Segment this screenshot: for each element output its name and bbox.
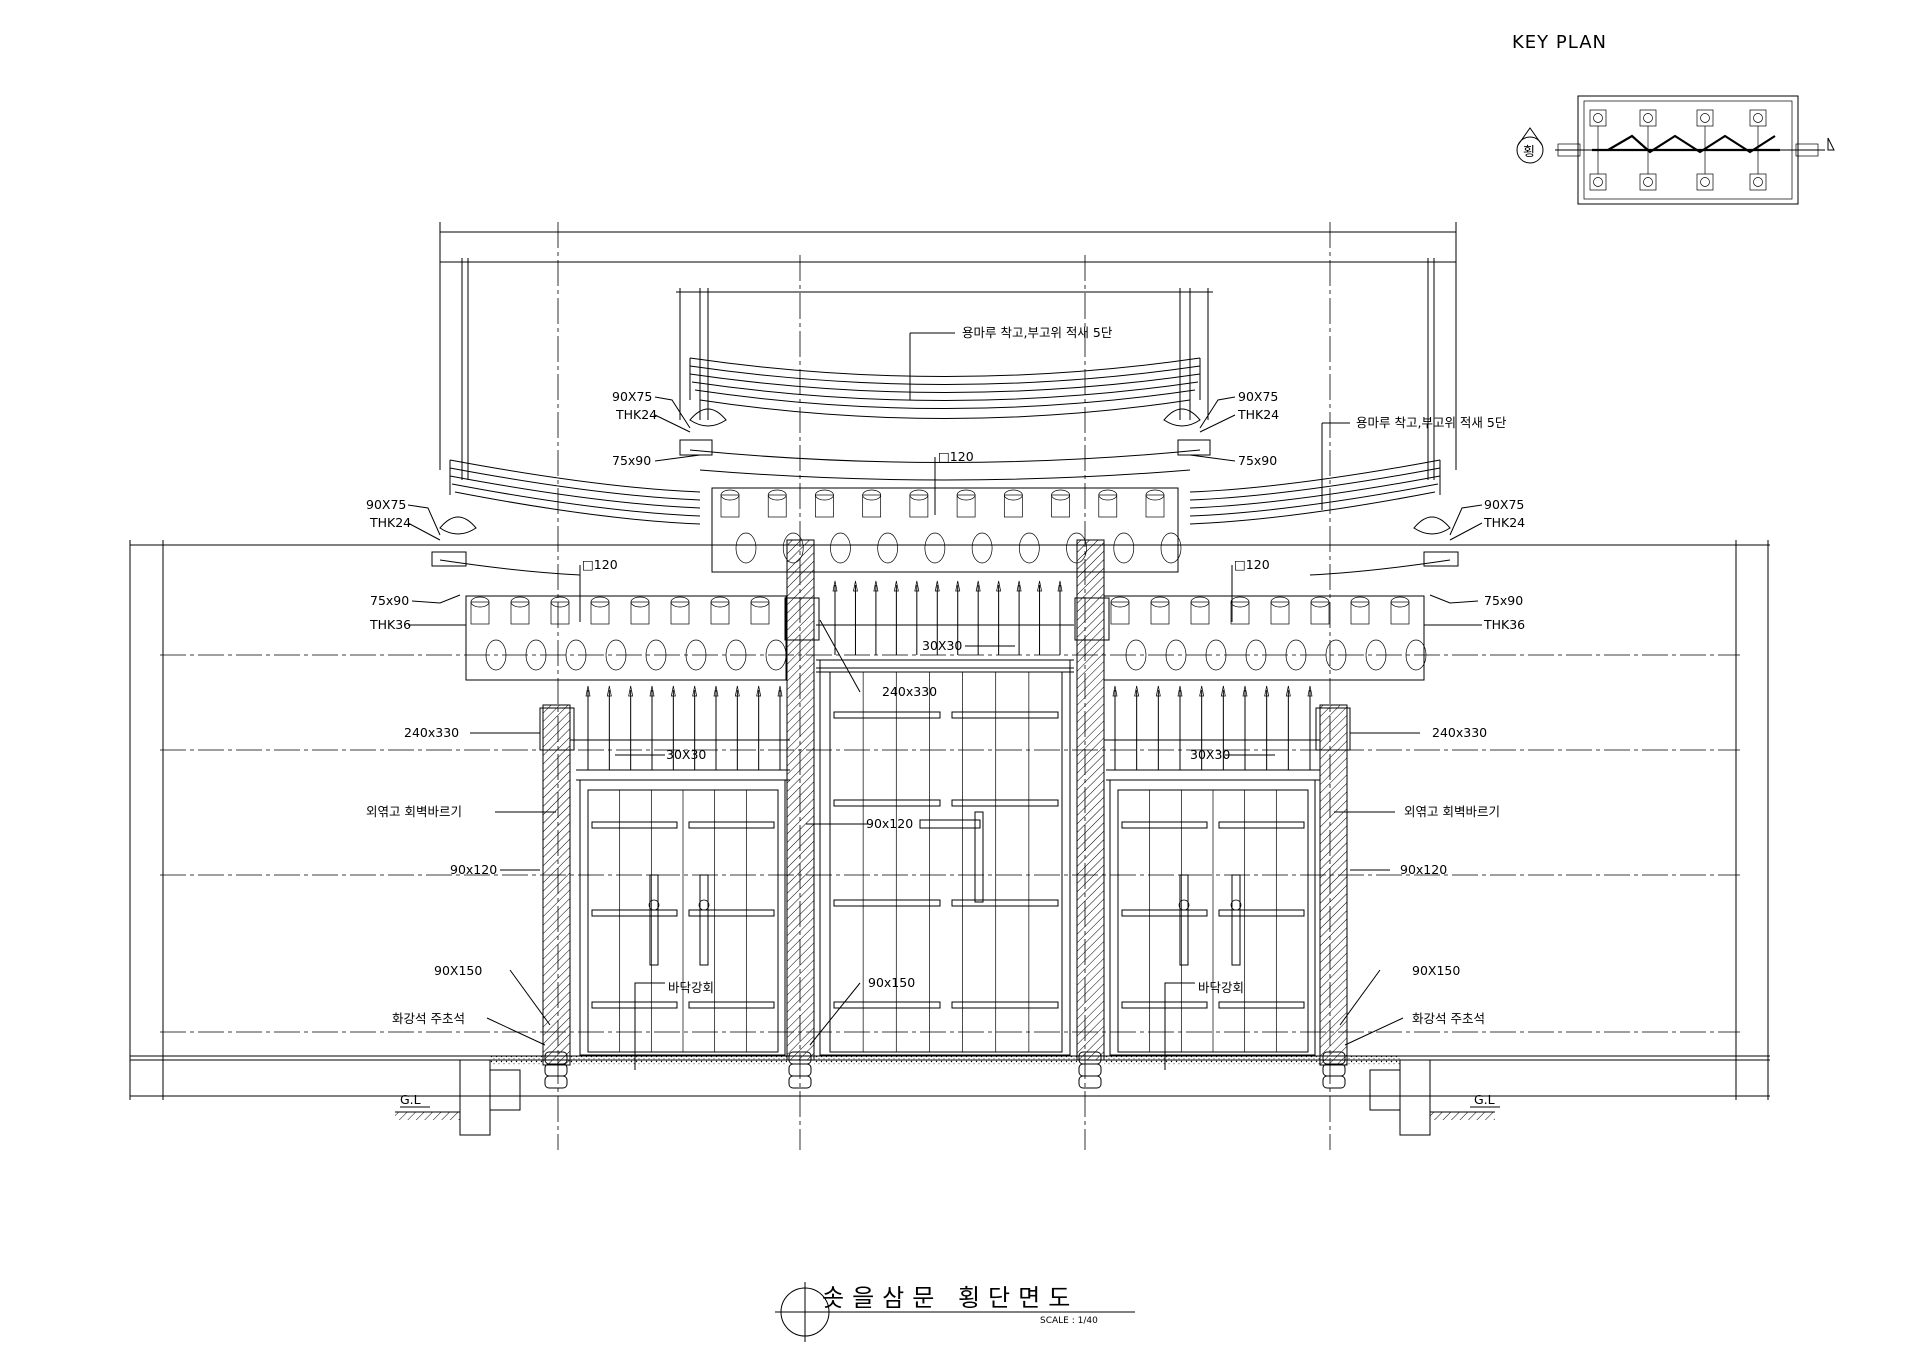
foundations [395,1059,1495,1136]
label-right-90x120: 90x120 [1400,862,1447,877]
drawing-title: 솟을삼문 횡단면도 [822,1284,1078,1312]
label-center-90x150: 90x150 [868,975,915,990]
key-plan-marker: 횡 [1523,145,1535,160]
label-left-stone: 화강석 주초석 [392,1011,465,1026]
section-marker-icon: 횡 [1516,127,1544,164]
label-lr-75x90: 75x90 [1484,593,1523,608]
label-lr-90x75: 90X75 [1484,497,1524,512]
label-right-stone: 화강석 주초석 [1412,1011,1485,1026]
label-lr-thk24: THK24 [1483,515,1525,530]
label-left-30x30: 30X30 [666,747,706,762]
title-block: 솟을삼문 횡단면도 SCALE : 1/40 [775,1282,1135,1342]
label-ur-thk24: THK24 [1237,407,1279,422]
label-right-240x330: 240x330 [1432,725,1487,740]
left-roof [439,459,787,681]
label-ul-90x75: 90X75 [612,389,652,404]
annotation-labels: 용마루 착고,부고위 적새 5단 용마루 착고,부고위 적새 5단 90X75 … [366,325,1525,1107]
leader-lines [400,332,1500,1108]
label-ll-90x75: 90X75 [366,497,406,512]
label-center-240x330: 240x330 [882,684,937,699]
label-center-90x120: 90x120 [866,816,913,831]
label-ul-75x90: 75x90 [612,453,651,468]
central-roof [689,357,1201,573]
label-left-wall: 외엮고 회벽바르기 [366,804,462,819]
label-left-floor: 바닥강회 [668,980,714,995]
label-center-sq120: □120 [938,449,974,464]
ridge-label-right: 용마루 착고,부고위 적새 5단 [1356,415,1507,430]
roof-tile-ends [431,408,1459,567]
label-ll-thk36: THK36 [369,617,411,632]
label-lr-thk36: THK36 [1483,617,1525,632]
label-right-floor: 바닥강회 [1198,980,1244,995]
label-ll-thk24: THK24 [369,515,411,530]
key-plan: KEY PLAN 횡 [1512,32,1835,205]
label-right-wall: 외엮고 회벽바르기 [1404,804,1500,819]
label-right-sq120: □120 [1234,557,1270,572]
label-left-90x120: 90x120 [450,862,497,877]
key-plan-title: KEY PLAN [1512,32,1607,53]
dimension-lines [129,222,1770,1150]
label-right-gl: G.L [1474,1092,1495,1107]
label-left-sq120: □120 [582,557,618,572]
label-ur-90x75: 90X75 [1238,389,1278,404]
label-center-30x30: 30X30 [922,638,962,653]
label-ul-thk24: THK24 [615,407,657,422]
label-left-240x330: 240x330 [404,725,459,740]
label-right-30x30: 30X30 [1190,747,1230,762]
label-left-90x150: 90X150 [434,963,482,978]
drawing-scale: SCALE : 1/40 [1040,1316,1098,1326]
label-left-gl: G.L [400,1092,421,1107]
label-ll-75x90: 75x90 [370,593,409,608]
label-right-90x150: 90X150 [1412,963,1460,978]
label-ur-75x90: 75x90 [1238,453,1277,468]
right-roof [1103,459,1451,681]
ridge-label-top: 용마루 착고,부고위 적새 5단 [962,325,1113,340]
gate-structure [490,539,1400,1089]
